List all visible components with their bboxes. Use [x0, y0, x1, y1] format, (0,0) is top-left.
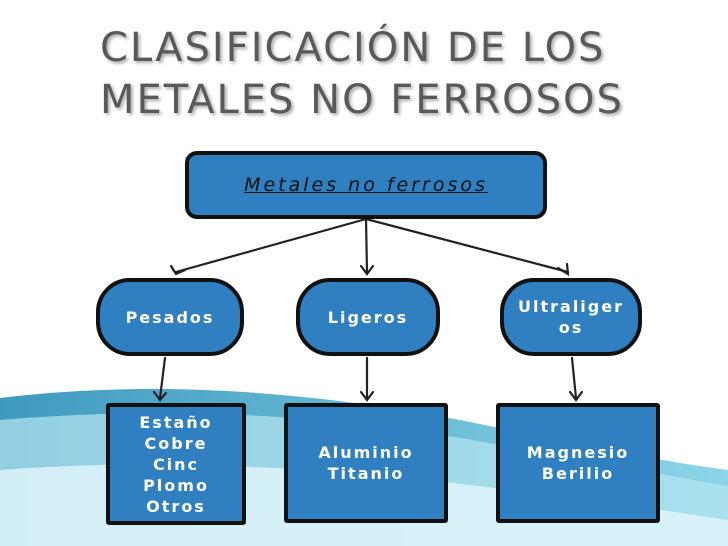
- examples-node-ultraligeros: Magnesio Berilio: [496, 403, 660, 523]
- connector-root-ultra: [364, 217, 570, 274]
- title-line-1: CLASIFICACIÓN DE LOS: [100, 25, 606, 71]
- category-node-pesados: Pesados: [96, 278, 244, 356]
- category-label: Ligeros: [327, 307, 409, 327]
- connector-ultra-leaf: [570, 356, 578, 400]
- example-item: Cobre: [144, 433, 208, 453]
- connector-root-ligeros: [364, 217, 369, 274]
- connector-root-pesados: [174, 217, 368, 274]
- example-item: Titanio: [327, 464, 405, 483]
- example-item: Otros: [146, 496, 206, 516]
- arrowhead-ligeros-leaf: [359, 390, 375, 402]
- category-label: Pesados: [125, 307, 215, 327]
- connector-pesados-leaf: [158, 356, 167, 400]
- arrowhead-pesados: [169, 264, 187, 276]
- example-item: Magnesio: [526, 443, 630, 462]
- category-label-line-2: os: [558, 318, 584, 337]
- root-node: Metales no ferrosos: [185, 151, 547, 219]
- title-line-2: METALES NO FERROSOS: [100, 77, 624, 123]
- examples-node-ligeros: Aluminio Titanio: [284, 403, 448, 523]
- arrowhead-ligeros: [359, 264, 375, 276]
- example-item: Cinc: [152, 454, 200, 474]
- root-label: Metales no ferrosos: [244, 173, 488, 196]
- arrowhead-pesados-leaf: [152, 390, 168, 402]
- arrowhead-ultra-leaf: [568, 390, 584, 402]
- example-item: Plomo: [143, 475, 209, 495]
- category-label-line-1: Ultraliger: [518, 297, 624, 316]
- example-item: Aluminio: [318, 443, 414, 462]
- example-item: Estaño: [139, 412, 213, 432]
- example-item: Berilio: [541, 464, 615, 483]
- arrowhead-ultra: [556, 262, 570, 277]
- category-node-ligeros: Ligeros: [296, 278, 440, 356]
- page-title: CLASIFICACIÓN DE LOS METALES NO FERROSOS: [100, 22, 700, 126]
- category-node-ultraligeros: Ultraliger os: [500, 278, 642, 356]
- examples-node-pesados: Estaño Cobre Cinc Plomo Otros: [106, 403, 246, 525]
